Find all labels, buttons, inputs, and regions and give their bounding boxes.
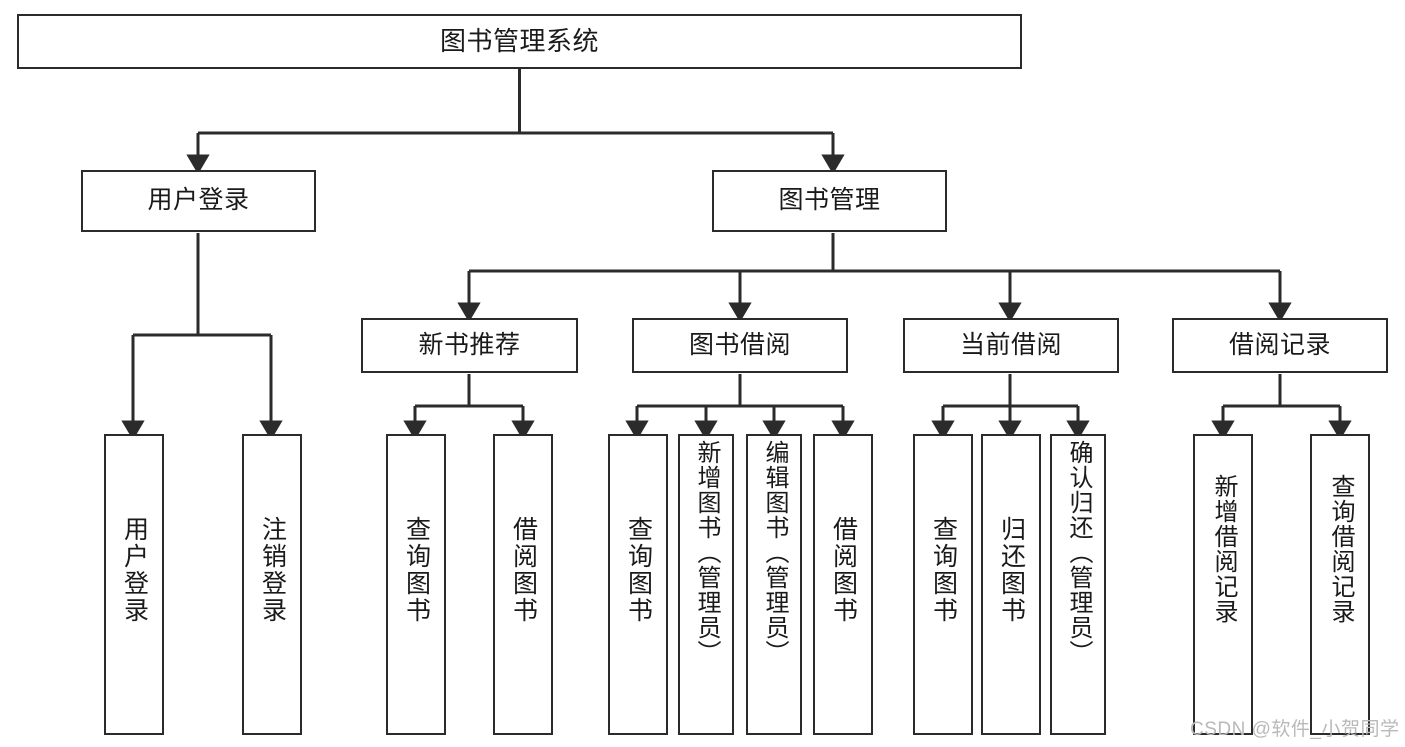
node-label: 新增图书（管理员） bbox=[693, 440, 720, 665]
node-root-book-management-system[interactable]: 图书管理系统 bbox=[17, 14, 1022, 69]
node-current-borrowing[interactable]: 当前借阅 bbox=[903, 318, 1119, 373]
leaf-logout[interactable]: 注销登录 bbox=[242, 434, 302, 735]
node-label: 查询图书 bbox=[624, 516, 653, 624]
node-label: 用户登录 bbox=[120, 516, 149, 624]
node-label: 新书推荐 bbox=[418, 330, 521, 359]
node-label: 编辑图书（管理员） bbox=[761, 440, 788, 665]
leaf-confirm-return-admin[interactable]: 确认归还（管理员） bbox=[1050, 434, 1106, 735]
leaf-add-borrow-record[interactable]: 新增借阅记录 bbox=[1193, 434, 1253, 735]
node-label: 图书借阅 bbox=[688, 330, 791, 359]
node-book-management[interactable]: 图书管理 bbox=[712, 170, 947, 232]
leaf-borrow-books[interactable]: 借阅图书 bbox=[813, 434, 873, 735]
node-book-borrowing[interactable]: 图书借阅 bbox=[632, 318, 848, 373]
node-new-book-recommendation[interactable]: 新书推荐 bbox=[361, 318, 578, 373]
leaf-add-book-admin[interactable]: 新增图书（管理员） bbox=[678, 434, 734, 735]
node-label: 查询图书 bbox=[929, 516, 958, 624]
node-label: 注销登录 bbox=[258, 516, 287, 624]
leaf-query-borrow-record[interactable]: 查询借阅记录 bbox=[1310, 434, 1370, 735]
node-label: 借阅记录 bbox=[1228, 330, 1331, 359]
leaf-query-books-current[interactable]: 查询图书 bbox=[913, 434, 973, 735]
node-label: 用户登录 bbox=[147, 186, 250, 215]
leaf-edit-book-admin[interactable]: 编辑图书（管理员） bbox=[746, 434, 802, 735]
node-label: 借阅图书 bbox=[829, 516, 858, 624]
node-label: 图书管理系统 bbox=[439, 26, 599, 57]
leaf-return-books[interactable]: 归还图书 bbox=[981, 434, 1041, 735]
node-label: 查询借阅记录 bbox=[1327, 474, 1354, 624]
leaf-query-books-newbook[interactable]: 查询图书 bbox=[386, 434, 446, 735]
node-borrowing-records[interactable]: 借阅记录 bbox=[1172, 318, 1388, 373]
node-label: 确认归还（管理员） bbox=[1065, 440, 1092, 665]
node-label: 借阅图书 bbox=[509, 516, 538, 624]
node-label: 图书管理 bbox=[778, 186, 881, 215]
leaf-user-login[interactable]: 用户登录 bbox=[104, 434, 164, 735]
node-user-login[interactable]: 用户登录 bbox=[81, 170, 316, 232]
node-label: 新增借阅记录 bbox=[1210, 474, 1237, 624]
node-label: 查询图书 bbox=[402, 516, 431, 624]
leaf-borrow-books-newbook[interactable]: 借阅图书 bbox=[493, 434, 553, 735]
node-label: 当前借阅 bbox=[959, 330, 1062, 359]
csdn-watermark: CSDN @软件_小贺同学 bbox=[1190, 719, 1400, 740]
node-label: 归还图书 bbox=[997, 516, 1026, 624]
leaf-query-books-borrow[interactable]: 查询图书 bbox=[608, 434, 668, 735]
